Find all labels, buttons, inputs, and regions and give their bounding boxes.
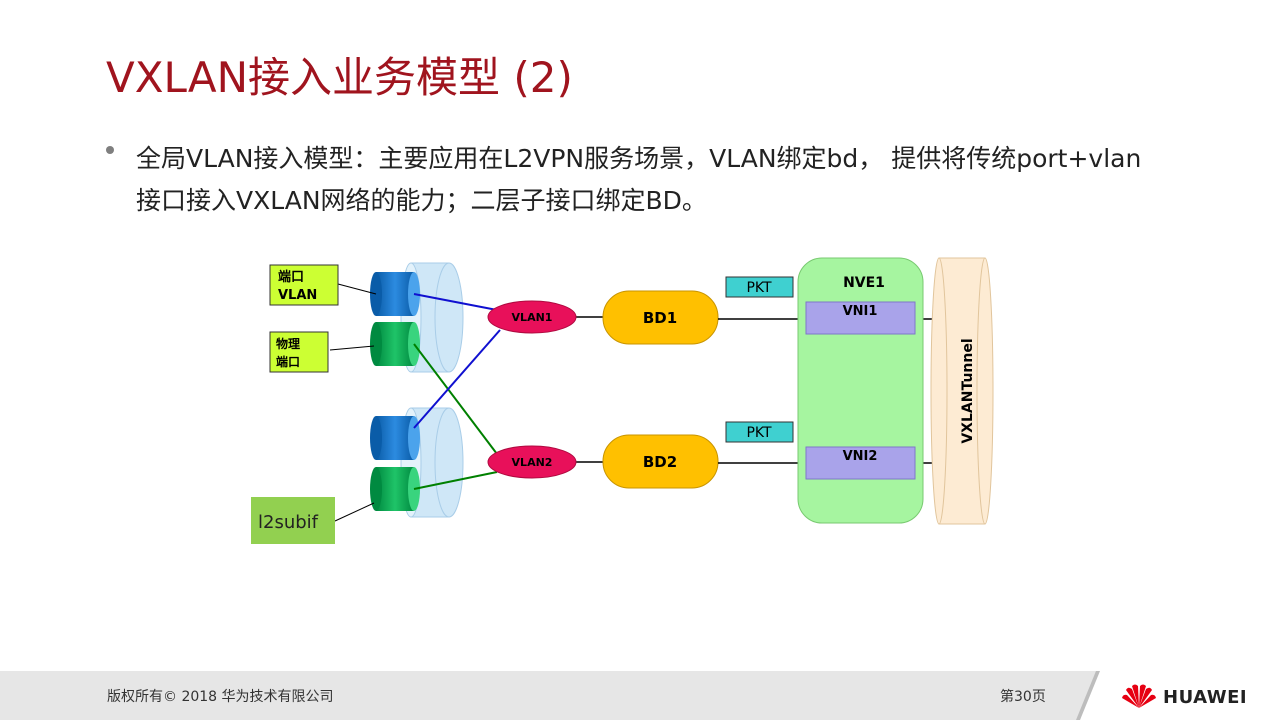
pkt-label-2: PKT bbox=[746, 425, 772, 441]
vni2-label: VNI2 bbox=[843, 449, 878, 464]
pkt-box-1 bbox=[725, 276, 794, 298]
label-port-vlan-2: VLAN bbox=[278, 288, 317, 303]
vlan1-node bbox=[487, 300, 577, 334]
vxlan-access-diagram: 端口 VLAN 物理 端口 l2subif VLAN1 VLAN2 BD1 BD… bbox=[251, 257, 994, 544]
vlan2-label: VLAN2 bbox=[512, 456, 553, 469]
label-box-physical-port bbox=[269, 331, 329, 373]
label-box-port-vlan bbox=[269, 264, 339, 306]
bd2-node bbox=[602, 434, 719, 489]
label-port-vlan-1: 端口 bbox=[278, 269, 304, 285]
pkt-label-1: PKT bbox=[746, 280, 772, 296]
device-lower bbox=[400, 407, 464, 518]
label-box-l2subif bbox=[251, 497, 335, 544]
bd2-label: BD2 bbox=[643, 453, 677, 471]
port-blue-upper bbox=[370, 272, 420, 316]
bd1-label: BD1 bbox=[643, 309, 677, 327]
link-green-lower-vlan2 bbox=[413, 471, 498, 490]
nve-label: NVE1 bbox=[843, 275, 885, 291]
callout-physical-port bbox=[329, 345, 375, 351]
footer-bar bbox=[0, 671, 1280, 720]
callout-port-vlan bbox=[337, 283, 377, 295]
footer-logo-area bbox=[1080, 671, 1280, 720]
vlan1-label: VLAN1 bbox=[512, 311, 553, 324]
port-green-upper bbox=[370, 322, 420, 366]
port-green-lower bbox=[370, 467, 420, 511]
link-blue-lower-vlan1 bbox=[413, 329, 501, 429]
vni2-box bbox=[805, 446, 916, 480]
port-blue-lower bbox=[370, 416, 420, 460]
pkt-box-2 bbox=[725, 421, 794, 443]
vlan2-node bbox=[487, 445, 577, 479]
link-blue-upper-vlan1 bbox=[413, 293, 498, 311]
slide-title: VXLAN接入业务模型 (2) bbox=[106, 53, 573, 102]
footer-page-number: 第30页 bbox=[1000, 689, 1046, 705]
huawei-logo-icon bbox=[1122, 684, 1156, 708]
vxlan-tunnel bbox=[930, 257, 994, 525]
vni1-box bbox=[805, 301, 916, 335]
link-green-upper-vlan2 bbox=[413, 343, 498, 455]
tunnel-label: VXLANTunnel bbox=[960, 338, 976, 443]
callout-l2subif bbox=[334, 502, 375, 522]
bullet-line-2: 接口接入VXLAN网络的能力；二层子接口绑定BD。 bbox=[136, 186, 707, 215]
label-physical-2: 端口 bbox=[276, 354, 300, 369]
bullet-dot bbox=[106, 146, 114, 154]
huawei-brand-text: HUAWEI bbox=[1163, 687, 1248, 708]
nve-node bbox=[797, 257, 924, 524]
label-l2subif: l2subif bbox=[258, 512, 319, 533]
bullet-line-1: 全局VLAN接入模型：主要应用在L2VPN服务场景，VLAN绑定bd， 提供将传… bbox=[136, 144, 1142, 173]
vni1-label: VNI1 bbox=[843, 304, 878, 319]
bullet-text: 全局VLAN接入模型：主要应用在L2VPN服务场景，VLAN绑定bd， 提供将传… bbox=[136, 138, 1216, 222]
label-physical-1: 物理 bbox=[276, 336, 300, 351]
bd1-node bbox=[602, 290, 719, 345]
footer-copyright: 版权所有© 2018 华为技术有限公司 bbox=[107, 689, 334, 705]
